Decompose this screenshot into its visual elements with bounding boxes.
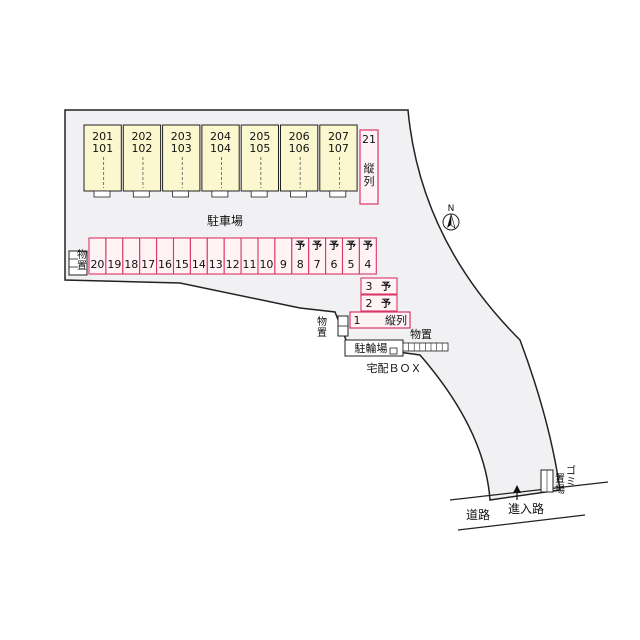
storage-label-left: 物置 — [77, 248, 87, 272]
parking-space-1 — [349, 311, 411, 329]
road-edge-bottom — [457, 514, 586, 531]
bike-parking-label: 駐輪場 — [355, 341, 388, 355]
parking-space-number: 14 — [192, 258, 206, 271]
reserved-mark: 予 — [381, 298, 391, 310]
parking-space-21-note: 縦列 — [364, 162, 375, 188]
parking-space-number: 16 — [158, 258, 172, 271]
unit-lower-number: 101 — [92, 142, 113, 155]
parking-space-21-number: 21 — [362, 133, 376, 146]
storage-right — [402, 342, 449, 352]
storage-label-right: 物置 — [410, 327, 432, 341]
parking-space-number: 17 — [141, 258, 155, 271]
unit-upper-number: 203 — [171, 130, 192, 143]
parking-space-number: 3 — [366, 280, 373, 293]
reserved-mark: 予 — [295, 240, 305, 252]
unit-upper-number: 206 — [289, 130, 310, 143]
parking-space-7: 7予 — [308, 237, 327, 275]
parking-space-number: 4 — [364, 258, 371, 271]
reserved-mark: 予 — [329, 240, 339, 252]
delivery-box — [389, 347, 398, 355]
reserved-mark: 予 — [363, 240, 373, 252]
parking-space-19: 19 — [105, 237, 124, 275]
parking-space-9: 9 — [274, 237, 293, 275]
unit-lower-number: 107 — [328, 142, 349, 155]
parking-space-number: 8 — [297, 258, 304, 271]
parking-space-17: 17 — [139, 237, 158, 275]
parking-space-21 — [359, 129, 379, 205]
unit-upper-number: 205 — [249, 130, 270, 143]
parking-space-number: 20 — [90, 258, 104, 271]
road-label: 道路 — [466, 507, 490, 522]
parking-space-18: 18 — [122, 237, 141, 275]
parking-space-number: 2 — [366, 297, 373, 310]
entrance-arrow-icon — [513, 485, 521, 493]
reserved-mark: 予 — [381, 281, 391, 293]
parking-space-number: 12 — [226, 258, 240, 271]
parking-space-number: 6 — [331, 258, 338, 271]
parking-space-12: 12 — [223, 237, 242, 275]
parking-space-1-number: 1 — [354, 314, 361, 327]
storage-label-middle: 物置 — [317, 315, 327, 339]
parking-space-14: 14 — [189, 237, 208, 275]
unit-lower-number: 106 — [289, 142, 310, 155]
north-compass-icon — [442, 213, 460, 231]
site-boundary — [64, 109, 561, 501]
parking-space-10: 10 — [257, 237, 276, 275]
parking-space-8: 8予 — [291, 237, 310, 275]
unit-lower-number: 104 — [210, 142, 231, 155]
parking-space-20: 20 — [88, 237, 107, 275]
parking-space-number: 9 — [280, 258, 287, 271]
reserved-mark: 予 — [312, 240, 322, 252]
unit-upper-number: 207 — [328, 130, 349, 143]
unit-lower-number: 103 — [171, 142, 192, 155]
entrance-road-label: 進入路 — [508, 501, 544, 516]
road-edge-top — [449, 481, 609, 501]
unit-upper-number: 204 — [210, 130, 231, 143]
parking-space-number: 19 — [107, 258, 121, 271]
parking-space-4: 4予 — [358, 237, 377, 275]
unit-lower-number: 105 — [249, 142, 270, 155]
parking-space-16: 16 — [156, 237, 175, 275]
garbage-label-col1: ゴミ — [566, 464, 576, 488]
parking-space-number: 7 — [314, 258, 321, 271]
parking-space-number: 18 — [124, 258, 138, 271]
apartment-units: 2011012021022031032041042051052061062071… — [83, 124, 358, 198]
parking-space-15: 15 — [172, 237, 191, 275]
parking-space-number: 5 — [347, 258, 354, 271]
parking-space-5: 5予 — [341, 237, 360, 275]
storage-left — [68, 250, 88, 276]
parking-space-11: 11 — [240, 237, 259, 275]
parking-space-number: 11 — [243, 258, 257, 271]
parking-space-number: 10 — [259, 258, 273, 271]
unit-upper-number: 202 — [131, 130, 152, 143]
unit-upper-number: 201 — [92, 130, 113, 143]
delivery-box-label: 宅配ＢＯＸ — [367, 361, 422, 375]
parking-space-1-note: 縦列 — [385, 313, 407, 327]
parking-space-number: 13 — [209, 258, 223, 271]
parking-space-13: 13 — [206, 237, 225, 275]
unit-lower-number: 102 — [131, 142, 152, 155]
parking-space-number: 15 — [175, 258, 189, 271]
parking-lot-label: 駐車場 — [207, 213, 243, 228]
parking-space-6: 6予 — [325, 237, 344, 275]
garbage-label-col2: 置場 — [555, 473, 565, 496]
reserved-mark: 予 — [346, 240, 356, 252]
compass-label: N — [448, 204, 455, 214]
